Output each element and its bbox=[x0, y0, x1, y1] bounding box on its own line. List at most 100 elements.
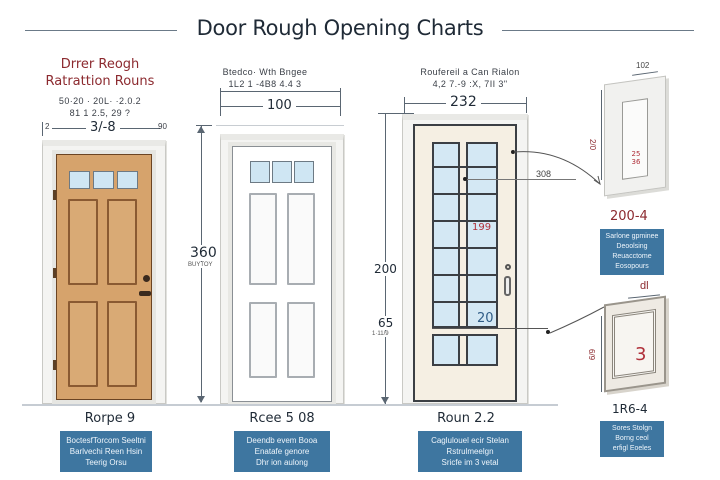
dim-end-right: 90 bbox=[158, 122, 167, 131]
info-line: Sarlone gpminee bbox=[605, 233, 659, 240]
french-door-red-label: 199 bbox=[472, 222, 492, 233]
height-dim-label: 360 bbox=[186, 245, 221, 261]
info-line: Sricfe im 3 vetal bbox=[441, 458, 499, 467]
callout-arc-bottom bbox=[549, 306, 605, 334]
dim-line bbox=[632, 71, 658, 76]
hinge-icon bbox=[53, 268, 56, 278]
hinge-icon bbox=[53, 360, 56, 370]
detail-top-red-label: 25 36 bbox=[631, 150, 641, 166]
callout-line-308 bbox=[466, 179, 576, 180]
hinge-icon bbox=[53, 190, 56, 200]
info-line: BoctesfTorcom Seeltni bbox=[66, 436, 146, 445]
height-dim-lower-label: 65 bbox=[374, 316, 398, 330]
detail-bottom-inner bbox=[612, 308, 656, 380]
door-panel bbox=[68, 301, 98, 387]
info-line: Deoolsing bbox=[616, 243, 648, 250]
dim-tick bbox=[404, 97, 405, 113]
caption-sub-line2: 81 1 2.5, 29 ? bbox=[69, 108, 131, 118]
door-panel bbox=[287, 302, 315, 378]
white-door-name: Rcee 5 08 bbox=[249, 411, 315, 426]
dim-tick bbox=[378, 113, 414, 114]
height-dim-sublabel: BUYTOY bbox=[188, 262, 213, 268]
arrow-down-icon bbox=[381, 397, 389, 404]
info-line: erfigl Eoeles bbox=[612, 445, 652, 452]
floor-line bbox=[22, 404, 558, 406]
wood-door-caption-title: Drrer Reogh Ratrattion Rouns bbox=[30, 56, 170, 90]
wood-door-name: Rorpe 9 bbox=[84, 411, 136, 426]
white-door-top-guide bbox=[216, 125, 344, 126]
info-line: Dhr ion aulong bbox=[255, 458, 309, 467]
dim-line bbox=[385, 114, 386, 404]
glass-pane bbox=[272, 161, 292, 183]
detail-bottom-name: 1R6-4 bbox=[612, 402, 648, 416]
white-door-caption-sub: Btedco· Wth Bngee 1L2 1 -4B8 4.4 3 bbox=[205, 66, 325, 90]
white-door-info-box: Deendb evem Booa Enatafe genore Dhr ion … bbox=[234, 431, 330, 472]
info-line: Caglulouel ecir Stelan bbox=[431, 436, 509, 445]
page-title: Door Rough Opening Charts bbox=[196, 16, 484, 40]
wood-door-caption-sub: 50·20 · 20L· ·2.0.2 81 1 2.5, 29 ? bbox=[30, 95, 170, 119]
arrow-up-icon bbox=[197, 126, 205, 133]
height-dim-lower-sublabel: 1·11/9 bbox=[372, 331, 389, 337]
detail-bottom-width-label: dl bbox=[640, 280, 649, 292]
dim-tick bbox=[526, 97, 527, 113]
caption-sub-line1: Roufereil a Can Rialon bbox=[420, 67, 520, 77]
dim-tick bbox=[340, 88, 341, 116]
detail-top-width-label: 102 bbox=[636, 61, 650, 70]
detail-top-inner bbox=[622, 98, 648, 180]
caption-title-line2: Ratrattion Rouns bbox=[45, 74, 155, 89]
callout-line-20 bbox=[432, 328, 548, 329]
muntin bbox=[432, 166, 498, 168]
info-line: Sores Stolgn bbox=[611, 425, 653, 432]
detail-top-name: 200-4 bbox=[610, 209, 648, 224]
french-door-blue-label: 20 bbox=[477, 311, 494, 326]
door-panel bbox=[249, 302, 277, 378]
door-knob-icon bbox=[143, 275, 150, 282]
muntin bbox=[432, 301, 498, 303]
lock-rail bbox=[432, 326, 498, 336]
dim-tick bbox=[220, 88, 221, 116]
glass-pane bbox=[93, 171, 114, 189]
door-panel bbox=[249, 193, 277, 285]
french-door-name: Roun 2.2 bbox=[437, 411, 495, 426]
detail-bottom-height-label: 6/9 bbox=[587, 348, 597, 361]
info-line: Teerig Orsu bbox=[85, 458, 127, 467]
glass-pane bbox=[117, 171, 138, 189]
callout-dot bbox=[546, 330, 550, 334]
detail-top-info-box: Sarlone gpminee Deoolsing Reuacctome Eos… bbox=[600, 229, 664, 275]
glass-pane bbox=[294, 161, 314, 183]
french-door-info-box: Caglulouel ecir Stelan Rstrulmeelgn Sric… bbox=[418, 431, 522, 472]
width-dim-label: 100 bbox=[263, 98, 296, 113]
muntin bbox=[432, 220, 498, 222]
dim-line bbox=[601, 90, 602, 180]
info-line: Eosopours bbox=[615, 263, 649, 270]
dim-tick bbox=[42, 122, 43, 136]
caption-sub-line1: Btedco· Wth Bngee bbox=[222, 67, 308, 77]
door-handle-icon bbox=[504, 276, 511, 296]
info-line: Barlvechi Reen Hsin bbox=[69, 447, 143, 456]
wood-door-info-box: BoctesfTorcom Seeltni Barlvechi Reen Hsi… bbox=[60, 431, 152, 472]
glass-pane bbox=[69, 171, 90, 189]
door-panel bbox=[287, 193, 315, 285]
info-line: Borng ceol bbox=[615, 435, 649, 442]
dim-end-left: 2 bbox=[45, 122, 50, 131]
info-line: Deendb evem Booa bbox=[246, 436, 318, 445]
door-panel bbox=[107, 199, 137, 285]
info-line: Reuacctome bbox=[612, 253, 652, 260]
muntin bbox=[432, 274, 498, 276]
dim-line bbox=[221, 91, 340, 92]
detail-top-height-label: 2/0 bbox=[588, 138, 598, 151]
wood-door bbox=[56, 154, 152, 400]
width-dim-label: 3/-8 bbox=[86, 120, 120, 135]
door-handle-icon bbox=[139, 291, 151, 296]
width-dim-label: 232 bbox=[446, 94, 481, 110]
info-line: Enatafe genore bbox=[254, 447, 310, 456]
title-rule-left bbox=[25, 30, 177, 31]
height-dim-upper-label: 200 bbox=[370, 262, 401, 276]
white-door bbox=[232, 146, 332, 402]
caption-sub-line1: 50·20 · 20L· ·2.0.2 bbox=[58, 96, 142, 106]
french-door-caption-sub: Roufereil a Can Rialon 4,2 7.-9 :X, 7II … bbox=[395, 66, 545, 90]
caption-title-line1: Drrer Reogh bbox=[60, 57, 140, 72]
door-knob-icon bbox=[505, 264, 511, 270]
muntin bbox=[432, 193, 498, 195]
dim-tick bbox=[196, 125, 212, 126]
